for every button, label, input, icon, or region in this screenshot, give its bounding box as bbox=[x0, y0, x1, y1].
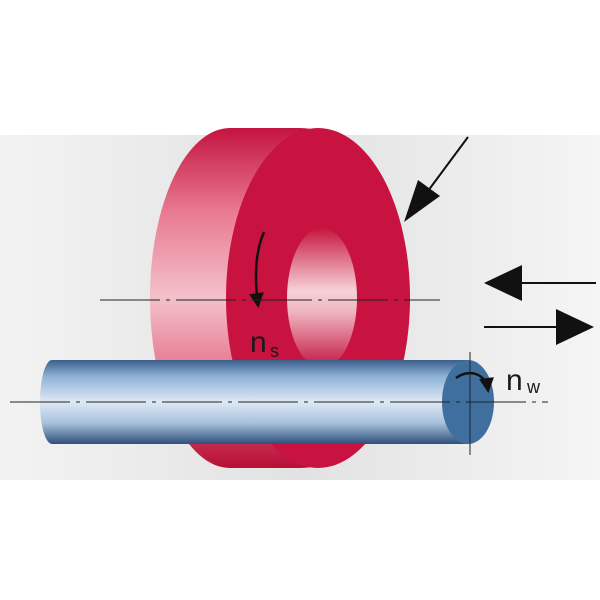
workpiece-speed-symbol: n bbox=[506, 364, 523, 397]
workpiece-speed-subscript: w bbox=[526, 377, 541, 397]
wheel-speed-label: n s bbox=[250, 326, 279, 361]
workpiece-speed-label: n w bbox=[506, 364, 541, 397]
traverse-right-arrow bbox=[484, 309, 594, 345]
wheel-speed-subscript: s bbox=[270, 341, 279, 361]
shaft-rotation-arrow bbox=[455, 371, 494, 393]
traverse-left-arrow bbox=[484, 265, 596, 301]
wheel-speed-symbol: n bbox=[250, 326, 267, 359]
infeed-arrow bbox=[404, 136, 469, 222]
wheel-rotation-arrow bbox=[248, 231, 266, 308]
wheel-bore bbox=[287, 228, 357, 368]
